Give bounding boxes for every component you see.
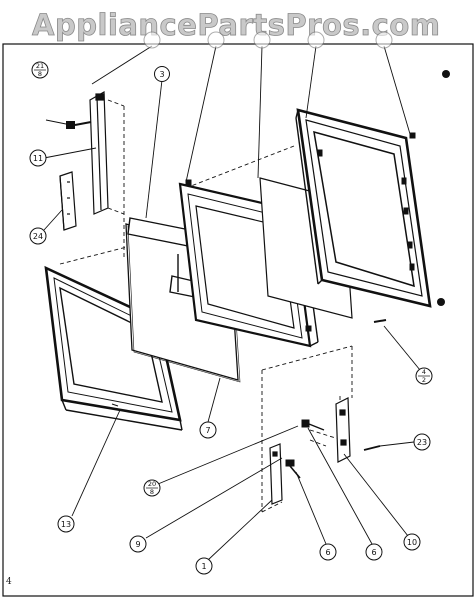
screw-part — [66, 121, 92, 129]
svg-text:13: 13 — [61, 520, 71, 529]
svg-text:21: 21 — [36, 62, 44, 70]
registration-dot-bottom — [437, 298, 445, 306]
watermark: AppliancePartsPros.com — [32, 8, 441, 43]
callout-24[interactable]: 24 — [29, 227, 47, 245]
sheet-border — [2, 43, 474, 597]
callout-23[interactable]: 23 — [413, 433, 431, 451]
callout-4-2[interactable]: 4 2 — [415, 367, 433, 385]
svg-text:8: 8 — [150, 488, 154, 496]
svg-text:7: 7 — [205, 426, 210, 435]
callout-11[interactable]: 11 — [29, 149, 47, 167]
callout-9[interactable]: 9 — [129, 535, 147, 553]
page-number: 4 — [6, 577, 12, 587]
callout-13[interactable]: 13 — [57, 515, 75, 533]
svg-text:6: 6 — [325, 548, 330, 557]
hinge-bracket-part — [89, 90, 109, 215]
callout-6a[interactable]: 6 — [319, 543, 337, 561]
latch-parts — [285, 419, 325, 479]
registration-dot-top — [442, 70, 450, 78]
obscured-callouts — [143, 31, 393, 49]
callout-1[interactable]: 1 — [195, 557, 213, 575]
latch-lever-part — [269, 443, 283, 505]
svg-text:8: 8 — [38, 70, 42, 78]
svg-text:11: 11 — [33, 154, 43, 163]
callout-21-8[interactable]: 21 8 — [31, 61, 49, 79]
svg-text:23: 23 — [417, 438, 427, 447]
svg-text:2: 2 — [422, 376, 426, 384]
svg-text:9: 9 — [135, 540, 140, 549]
latch-plate-part — [335, 397, 351, 463]
svg-text:20: 20 — [148, 480, 156, 488]
callout-20-8[interactable]: 20 8 — [143, 479, 161, 497]
svg-text:4: 4 — [422, 368, 426, 376]
callout-10[interactable]: 10 — [403, 533, 421, 551]
callout-6b[interactable]: 6 — [365, 543, 383, 561]
svg-text:10: 10 — [407, 538, 417, 547]
callout-3[interactable]: 3 — [154, 66, 170, 82]
svg-text:1: 1 — [201, 562, 206, 571]
mounting-block-part — [59, 171, 77, 231]
screw-part-2 — [373, 319, 387, 323]
svg-text:6: 6 — [371, 548, 376, 557]
outer-door-frame-part — [295, 108, 432, 308]
callout-7[interactable]: 7 — [199, 421, 217, 439]
door-frame-part — [44, 265, 183, 431]
svg-text:3: 3 — [159, 70, 164, 79]
leader-lines — [43, 45, 421, 561]
svg-text:24: 24 — [33, 232, 43, 241]
screw-part-3 — [363, 445, 381, 451]
